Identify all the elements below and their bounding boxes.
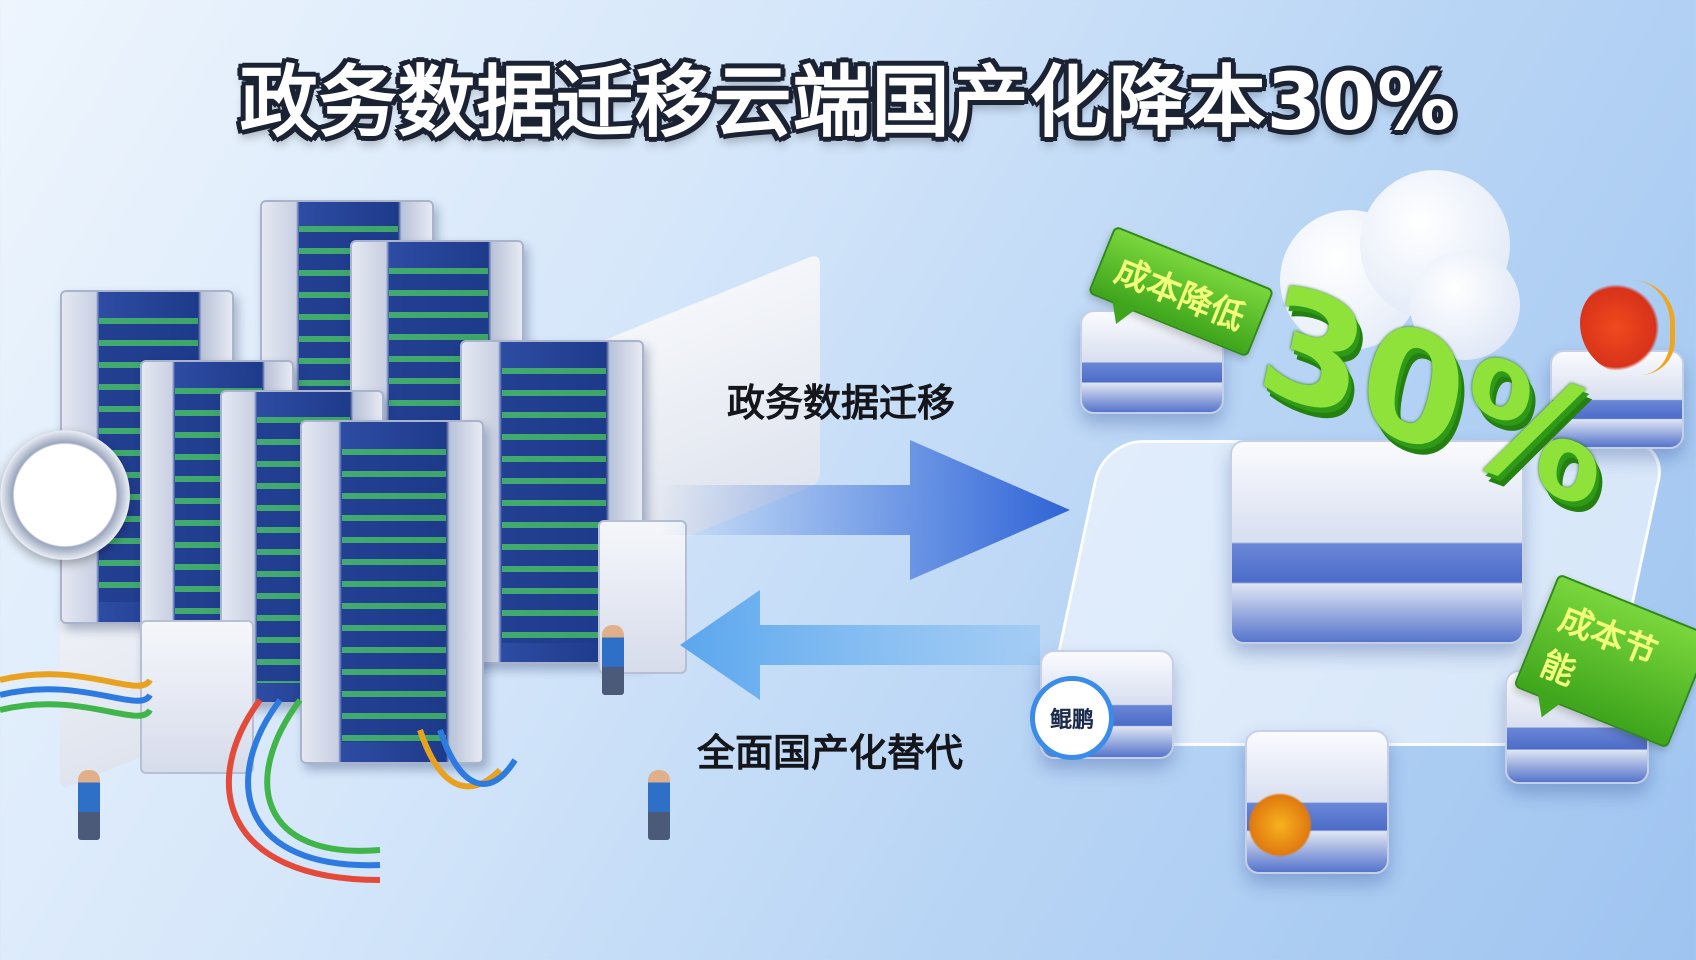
central-server-stack — [1230, 440, 1524, 644]
kunpeng-logo-text: 鲲鹏 — [1049, 708, 1094, 733]
right-arrow-icon — [660, 440, 1070, 580]
technician-figure — [78, 770, 100, 840]
server-rack — [300, 420, 484, 764]
kunpeng-logo: 鲲鹏 — [1030, 676, 1114, 760]
cables-icon — [0, 671, 518, 883]
gauge-icon — [0, 430, 130, 560]
migration-arrows — [660, 440, 1070, 700]
migration-caption: 政务数据迁移 — [727, 381, 956, 425]
page-title: 政务数据迁移云端国产化降本30% — [239, 58, 1457, 148]
left-arrow-icon — [680, 590, 1040, 700]
lion-logo-icon — [1245, 790, 1315, 860]
technician-figure — [602, 625, 624, 695]
cloud-icon — [1280, 170, 1520, 370]
replacement-caption: 全面国产化替代 — [697, 731, 964, 775]
phoenix-logo-icon — [1580, 280, 1675, 375]
technician-figure — [648, 770, 670, 840]
